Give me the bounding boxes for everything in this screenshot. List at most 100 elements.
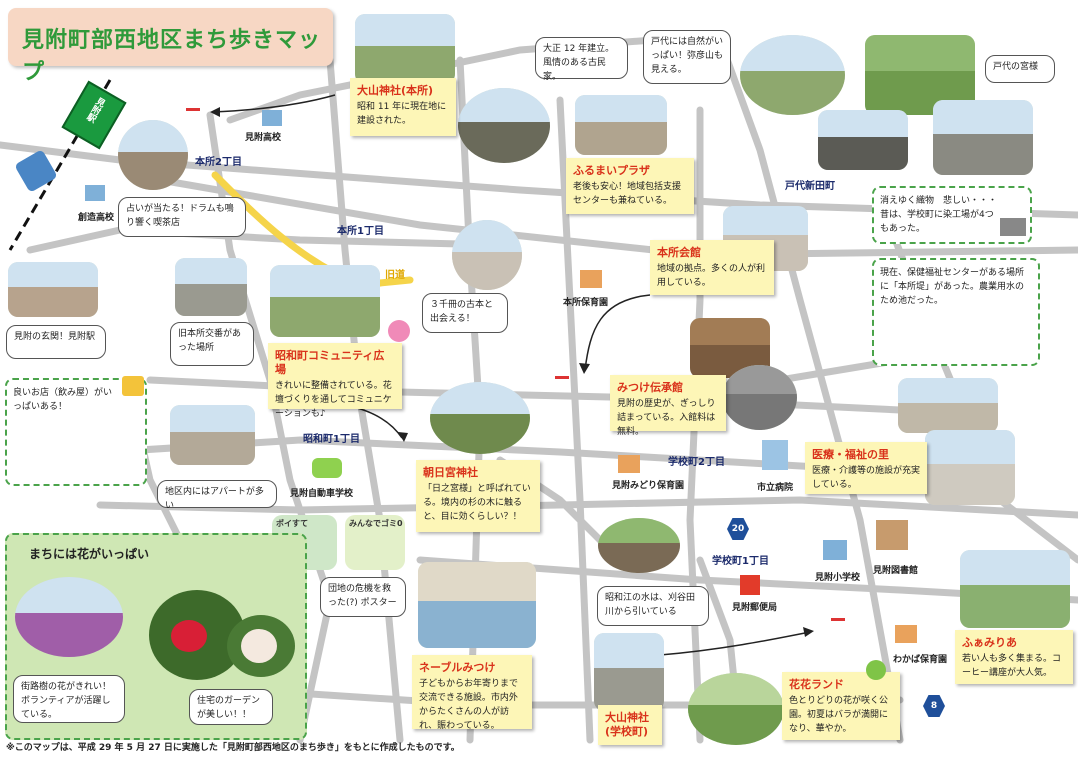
hospital-icon [762, 440, 788, 470]
card-oyama-gakko-title: 大山神社 [605, 711, 649, 724]
card-showa-hiroba: 昭和町コミュニティ広場 きれいに整備されている。花壇づくりを通してコミュニケーシ… [268, 343, 402, 419]
photo-asahimiya [430, 382, 530, 454]
bubble-garden: 住宅のガーデンが美しい！！ [189, 689, 273, 725]
card-oyama-honjo: 大山神社(本所) 昭和 11 年に現在地に建設された。 [350, 78, 456, 136]
note-honjo-tsutsumi: 現在、保健福祉センターがある場所に「本所堤」があった。農業用水のため池だった。 [872, 258, 1040, 366]
note-izakaya: 良いお店（飲み屋）がいっぱいある！ [5, 378, 147, 486]
card-honjo-kaikan: 本所会館 地域の拠点。多くの人が利用している。 [650, 240, 774, 295]
photo-fuamiria [960, 550, 1070, 628]
card-furumai-body: 老後も安心！地域包括支援センターも兼ねている。 [573, 182, 682, 206]
rose-white-icon [241, 629, 277, 663]
card-fuamiria: ふぁみりあ 若い人も多く集まる。コーヒー講座が大人気。 [955, 630, 1073, 684]
route-20-marker: 20 [727, 518, 749, 540]
nursery-icon [895, 625, 917, 643]
photo-rose-red [149, 590, 245, 680]
bubble-todai-miyasama: 戸代の宮様 [985, 55, 1055, 83]
library-label: 見附図書館 [873, 566, 919, 576]
card-iryo: 医療・福祉の里 医療・介護等の施設が充実している。 [805, 442, 927, 494]
map-title-banner: 見附町部西地区まち歩きマップ [8, 8, 333, 85]
card-mitsuke-densho-body: 見附の歴史が、ぎっしり詰まっている。入館料は無料。 [617, 399, 716, 437]
school-icon [262, 110, 282, 126]
flower-icon [388, 320, 410, 342]
photo-showa-hiroba [270, 265, 380, 337]
district-todai: 戸代新田町 [785, 181, 835, 192]
beer-icon [122, 376, 144, 396]
honjo-nursery-label: 本所保育園 [563, 298, 609, 308]
flower-panel: まちには花がいっぱい 街路樹の花がきれい！ボランティアが活躍している。 住宅のガ… [5, 533, 307, 740]
photo-hanabana [688, 673, 784, 745]
district-showa-1: 昭和町1丁目 [303, 434, 360, 445]
photo-furuhon [452, 220, 522, 290]
photo-street-flowers [15, 577, 123, 657]
school-icon [85, 185, 105, 201]
card-oyama-gakko-subtitle: (学校町) [605, 725, 649, 738]
photo-rose-white [227, 615, 295, 677]
photo-oyama-gakko [594, 633, 664, 711]
photo-iryo-2 [925, 430, 1015, 505]
nursery-icon [618, 455, 640, 473]
shrine-gate-icon [186, 108, 200, 123]
card-hanabana-body: 色とりどりの花が咲く公園。初夏はバラが満開になり、華やか。 [789, 696, 889, 734]
driving-school-label: 見附自動車学校 [290, 489, 354, 499]
photo-koban [175, 258, 247, 316]
sozo-high-label: 創造高校 [78, 213, 115, 223]
card-neburu-title: ネーブルみつけ [419, 661, 496, 674]
district-gakko-1: 学校町1丁目 [712, 556, 769, 567]
photo-apartments [170, 405, 255, 465]
photo-todai-house [818, 110, 908, 170]
photo-densho-map [722, 365, 797, 430]
flower-panel-title: まちには花がいっぱい [29, 547, 150, 561]
card-oyama-honjo-body: 昭和 11 年に現在地に建設された。 [357, 102, 447, 126]
elementary-label: 見附小学校 [815, 573, 861, 583]
library-icon [876, 520, 908, 550]
bubble-poster: 団地の危機を救った(?) ポスター [320, 577, 406, 617]
bubble-kariyata: 昭和江の水は、刈谷田川から引いている [597, 586, 709, 626]
card-neburu-body: 子どもからお年寄りまで交流できる施設。市内外からたくさんの人が訪れ、賑わっている… [419, 679, 519, 731]
card-honjo-kaikan-body: 地域の拠点。多くの人が利用している。 [657, 264, 766, 288]
photo-todai-walk [740, 35, 845, 115]
card-hanabana: 花花ランド 色とりどりの花が咲く公園。初夏はバラが満開になり、華やか。 [782, 672, 900, 740]
bubble-station: 見附の玄関！見附駅 [6, 325, 106, 359]
hospital-label: 市立病院 [757, 483, 794, 493]
bubble-furuhon: ３千冊の古本と出会える！ [422, 293, 508, 333]
post-office-icon [740, 575, 760, 595]
bubble-kominka: 大正 12 年建立。風情のある古民家。 [535, 37, 628, 82]
photo-neburu [418, 562, 536, 648]
old-road-label: 旧道 [385, 270, 405, 281]
shrine-gate-icon [831, 618, 845, 633]
card-oyama-honjo-title: 大山神社(本所) [357, 84, 434, 97]
card-iryo-title: 医療・福祉の里 [812, 448, 889, 461]
card-furumai: ふるまいプラザ 老後も安心！地域包括支援センターも兼ねている。 [566, 158, 694, 214]
flower-icon [866, 660, 886, 680]
district-honjo-1: 本所1丁目 [337, 226, 384, 237]
district-honjo-2: 本所2丁目 [195, 157, 242, 168]
bubble-apartments: 地区内にはアパートが多い [157, 480, 277, 511]
route-8-marker: 8 [923, 695, 945, 717]
wakaba-nursery-label: わかば保育園 [893, 655, 948, 665]
photo-furumai [575, 95, 667, 155]
card-fuamiria-title: ふぁみりあ [962, 636, 1017, 649]
factory-icon [1000, 218, 1026, 236]
photo-oyama-honjo [355, 14, 455, 84]
poster-gomi0-text: みんなでゴミ0 [349, 519, 403, 528]
card-hanabana-title: 花花ランド [789, 678, 844, 691]
map-title: 見附町部西地区まち歩きマップ [22, 28, 322, 85]
photo-kissaten [118, 120, 188, 190]
card-mitsuke-densho-title: みつけ伝承館 [617, 381, 683, 394]
photo-station [8, 262, 98, 317]
card-asahimiya-body: 「日之宮様」と呼ばれている。境内の杉の木に触ると、目に効くらしい？！ [423, 484, 531, 522]
bubble-kissaten: 占いが当たる！ドラムも鳴り響く喫茶店 [118, 197, 246, 237]
card-showa-hiroba-body: きれいに整備されている。花壇づくりを通してコミュニケーションも♪ [275, 381, 392, 419]
district-gakko-2: 学校町2丁目 [668, 457, 725, 468]
school-icon [823, 540, 847, 560]
poster-gomi0: みんなでゴミ0 [345, 515, 405, 570]
bubble-todai-nature: 戸代には自然がいっぱい！弥彦山も見える。 [643, 30, 731, 84]
station-sign-label: 見附駅 [83, 95, 107, 124]
photo-iryo [898, 378, 998, 433]
card-oyama-gakko: 大山神社 (学校町) [598, 705, 662, 745]
bubble-koban: 旧本所交番があった場所 [170, 322, 254, 366]
card-mitsuke-densho: みつけ伝承館 見附の歴史が、ぎっしり詰まっている。入館料は無料。 [610, 375, 726, 437]
rose-red-icon [171, 620, 207, 652]
photo-todai-shrine [933, 100, 1033, 175]
